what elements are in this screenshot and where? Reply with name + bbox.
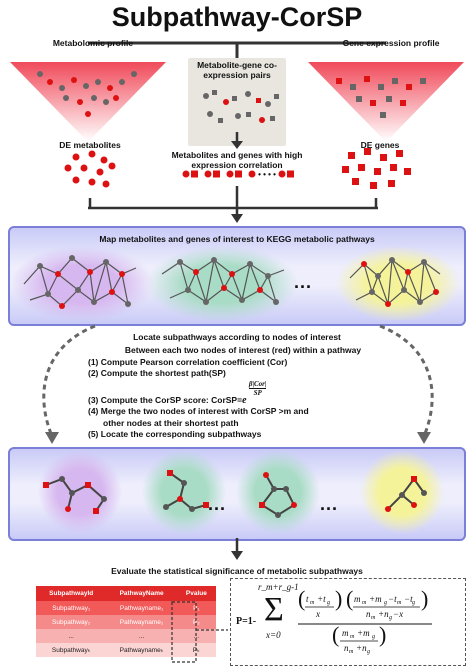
cell-pathway: Pathwaynameₖ (106, 643, 177, 657)
svg-text:−x: −x (393, 609, 403, 619)
locate-step-title: Locate subpathways according to nodes of… (133, 332, 341, 342)
gene-expression-label: Gene expression profile (342, 38, 440, 48)
locate-step-3-row: (3) Compute the CorSP score: CorSP=e β|C… (88, 380, 398, 407)
cell-subpathway: Subpathway₂ (36, 615, 107, 629)
svg-text:m: m (310, 600, 315, 606)
svg-text:(: ( (298, 590, 305, 611)
svg-text:): ) (379, 622, 386, 647)
subpathway-ellipsis-2: ... (320, 494, 339, 514)
de-genes-label: DE genes (360, 140, 400, 150)
svg-text:+m: +m (357, 628, 370, 638)
subpathway-graphics (38, 450, 444, 534)
locate-step-4-cont: other nodes at their shortest path (103, 417, 239, 428)
svg-text:m: m (354, 594, 361, 604)
cell-pathway: ... (106, 629, 177, 643)
locate-step-1: (1) Compute Pearson correlation coeffici… (88, 356, 288, 367)
metabolomic-funnel (10, 62, 166, 142)
svg-text:m: m (397, 600, 402, 606)
input-section-graphic (10, 41, 464, 216)
corsp-formula-num: β|Cor| (248, 379, 267, 389)
metabolomic-profile-label: Metabolomic profile (52, 38, 134, 48)
col-pathway-name: PathwayName (106, 586, 177, 601)
high-correlation-label: Metabolites and genes with high expressi… (171, 150, 303, 170)
gene-squares (336, 76, 426, 118)
svg-text:−t: −t (388, 594, 397, 604)
map-ellipsis: ... (294, 272, 313, 292)
svg-text:+m: +m (369, 594, 382, 604)
page-title: Subpathway-CorSP (111, 2, 363, 32)
evaluate-step-title: Evaluate the statistical significance of… (111, 566, 363, 576)
svg-text:g: g (372, 634, 375, 640)
arrow-to-map (231, 214, 243, 223)
svg-text:n: n (344, 643, 349, 653)
corsp-exponent: β|Cor| SP (248, 379, 267, 397)
corsp-formula-base: e (242, 394, 247, 406)
flow-arrows (42, 324, 434, 444)
formula-sum-upper: r_m+r_g-1 (258, 582, 299, 592)
svg-text:x: x (315, 609, 320, 619)
locate-step-2: (2) Compute the shortest path(SP) (88, 368, 226, 378)
pair-symbols (203, 90, 279, 123)
svg-text:+n: +n (378, 609, 389, 619)
cell-pathway: Pathwayname₁ (106, 601, 177, 615)
svg-text:m: m (371, 615, 376, 621)
svg-text:m: m (349, 649, 354, 655)
formula-sigma: Σ (264, 591, 284, 628)
pairs-label: Metabolite-gene co-expression pairs (197, 60, 277, 80)
map-step-title: Map metabolites and genes of interest to… (99, 234, 375, 244)
svg-text:g: g (367, 649, 370, 655)
svg-text:g: g (327, 600, 330, 606)
pairs-ellipsis: • • • • (258, 170, 276, 179)
subpathway-ellipsis-1: ... (208, 494, 227, 514)
results-table: SubpathwayId PathwayName Pvalue Subpathw… (36, 586, 216, 657)
locate-step-5: (5) Locate the corresponding subpathways (88, 429, 262, 439)
metabolite-dots (37, 71, 137, 117)
svg-text:(: ( (332, 622, 339, 647)
svg-text:−t: −t (404, 594, 413, 604)
col-subpathway-id: SubpathwayId (36, 586, 107, 601)
de-gene-squares (342, 148, 411, 189)
cell-subpathway: ... (36, 629, 107, 643)
locate-step-block: Between each two nodes of interest (red)… (88, 345, 398, 441)
svg-text:g: g (412, 600, 415, 606)
pairs-box (188, 58, 286, 146)
subpathway-nodes (43, 470, 427, 518)
locate-step-4: (4) Merge the two nodes of interest with… (88, 406, 309, 416)
arrow-to-evaluate (231, 538, 243, 560)
locate-step-subtitle: Between each two nodes of interest (red)… (124, 345, 362, 355)
svg-text:+t: +t (317, 594, 326, 604)
de-metabolites-label: DE metabolites (59, 140, 121, 150)
table-row: Subpathway₂ Pathwayname₂ P₂ (36, 615, 216, 629)
svg-text:m: m (342, 628, 349, 638)
pvalue-formula-box (230, 578, 466, 666)
col-pvalue: Pvalue (176, 586, 216, 601)
svg-text:): ) (421, 590, 428, 611)
svg-text:+n: +n (356, 643, 367, 653)
formula-sum-lower: x=0 (266, 630, 281, 640)
cell-pathway: Pathwayname₂ (106, 615, 177, 629)
correlated-pairs (182, 170, 294, 178)
svg-text:m: m (350, 634, 355, 640)
pvalue-highlight (171, 601, 228, 663)
cell-subpathway: Subpathwayₖ (36, 643, 107, 657)
cell-pvalue: P₂ (176, 615, 216, 629)
svg-text:(: ( (346, 590, 353, 611)
cell-subpathway: Subpathway₁ (36, 601, 107, 615)
svg-text:m: m (362, 600, 367, 606)
svg-text:n: n (366, 609, 371, 619)
network-yellow-nodes (361, 257, 439, 307)
svg-text:t: t (306, 594, 309, 604)
corsp-formula-den: SP (253, 388, 262, 397)
network-green-nodes (177, 257, 279, 305)
locate-step-3: (3) Compute the CorSP score: CorSP= (88, 394, 243, 405)
network-purple-nodes (37, 255, 131, 309)
de-metabolite-dots (64, 150, 116, 188)
formula-p-eq: P=1- (236, 616, 257, 627)
svg-text:): ) (335, 590, 342, 611)
pathway-networks (10, 246, 460, 320)
svg-text:g: g (389, 615, 392, 621)
svg-text:g: g (384, 600, 387, 606)
table-row: Subpathway₁ Pathwayname₁ P₁ (36, 601, 216, 615)
